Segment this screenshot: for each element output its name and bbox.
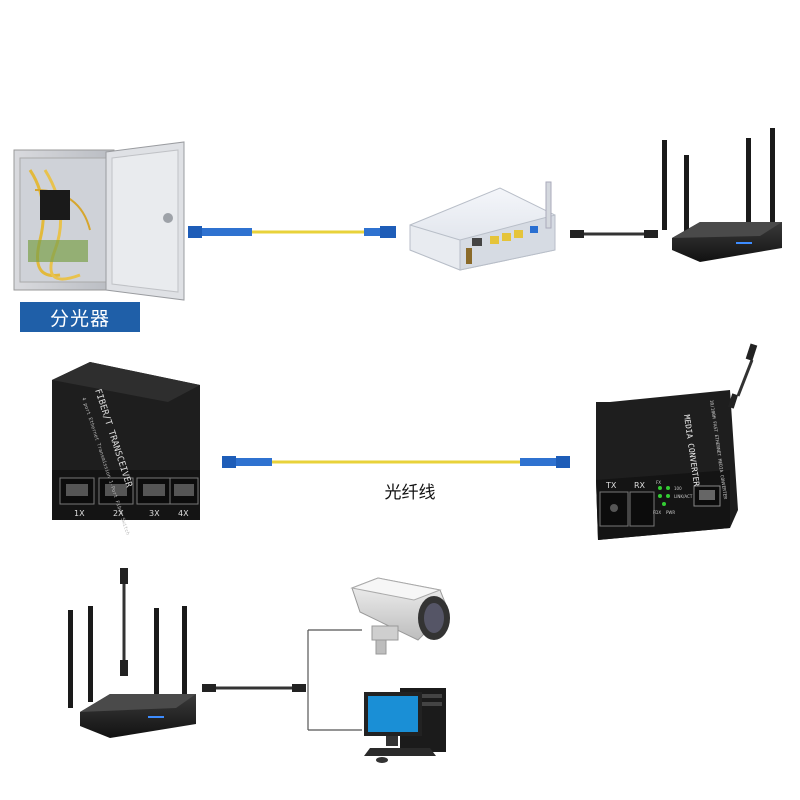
fiber-cable-middle — [222, 456, 570, 468]
converter-tx-label: TX — [605, 481, 617, 490]
onu-modem — [409, 181, 556, 271]
splitter-cabinet — [13, 141, 185, 301]
fiber-cable-top — [188, 226, 396, 238]
wifi-router-bottom — [68, 606, 196, 738]
converter-led-100: 100 — [674, 486, 682, 491]
converter-led-fx: FX — [656, 480, 661, 485]
wifi-router-top — [662, 128, 782, 262]
switch-port-4: 4X — [178, 509, 189, 518]
media-converter — [596, 343, 758, 540]
ethernet-cable-vertical — [120, 568, 128, 676]
switch-port-2: 2X — [113, 509, 124, 518]
converter-rx-label: RX — [634, 481, 646, 490]
ethernet-cable-bottom — [202, 684, 306, 692]
distribution-lines — [307, 629, 362, 731]
fiber-line-label: 光纤线 — [384, 483, 436, 503]
desktop-computer — [364, 688, 446, 763]
security-camera — [350, 577, 450, 655]
switch-port-1: 1X — [74, 509, 85, 518]
converter-led-fdx: FDX — [653, 510, 661, 515]
splitter-label: 分光器 — [20, 302, 140, 332]
fiber-switch — [52, 362, 200, 520]
converter-led-link: LINK/ACT — [674, 494, 693, 499]
switch-port-3: 3X — [149, 509, 160, 518]
ethernet-cable-top — [570, 230, 658, 238]
converter-led-pwr: PWR — [666, 510, 675, 515]
